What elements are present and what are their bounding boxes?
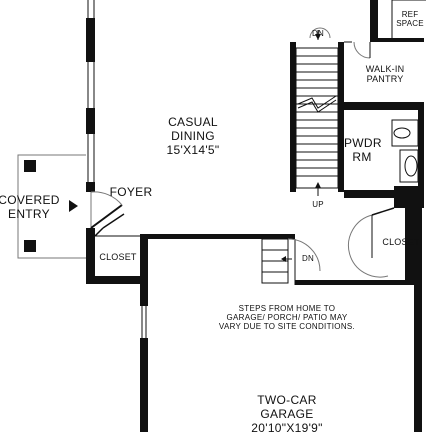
left-exterior-wall bbox=[86, 0, 95, 192]
room-name: WALK-IN bbox=[365, 64, 405, 74]
porch-column bbox=[24, 160, 36, 172]
room-name: REF bbox=[401, 10, 419, 19]
covered-entry-porch bbox=[17, 154, 86, 259]
toilet-icon bbox=[393, 127, 411, 139]
entry-arrow-icon bbox=[69, 200, 78, 212]
room-name: PANTRY bbox=[366, 74, 404, 85]
room-name: PWDR bbox=[344, 136, 382, 150]
garage-walls bbox=[140, 284, 422, 432]
room-name: CLOSET bbox=[99, 252, 137, 262]
stair-direction: UP bbox=[312, 200, 324, 209]
site-conditions-note: STEPS FROM HOME TO GARAGE/ PORCH/ PATIO … bbox=[192, 304, 382, 332]
room-name: RM bbox=[352, 149, 372, 164]
room-size: 15'X14'5" bbox=[166, 142, 220, 157]
room-name: FOYER bbox=[109, 185, 153, 199]
note-line: VARY DUE TO SITE CONDITIONS. bbox=[218, 322, 356, 332]
porch-column bbox=[24, 240, 36, 252]
room-name: ENTRY bbox=[8, 206, 50, 221]
entry-closet-walls bbox=[86, 213, 148, 284]
room-label-casual-dining: CASUAL DINING 15'X14'5" bbox=[150, 115, 236, 157]
garage-separation-wall bbox=[140, 234, 405, 285]
note-line: GARAGE/ PORCH/ PATIO MAY bbox=[226, 313, 348, 323]
stair-up-arrow-icon bbox=[315, 182, 321, 188]
room-label-covered-entry: COVERED ENTRY bbox=[0, 193, 66, 222]
room-label-entry-closet: CLOSET bbox=[95, 252, 141, 262]
stair-label-main-down: DN bbox=[308, 29, 328, 38]
room-label-garage: TWO-CAR GARAGE 20'10"X19'9" bbox=[232, 393, 342, 435]
service-rooms-walls bbox=[344, 0, 426, 208]
room-label-ref-space: REF SPACE bbox=[392, 10, 428, 28]
room-size: 20'10"X19'9" bbox=[251, 420, 323, 435]
room-name: DINING bbox=[171, 128, 215, 143]
room-name: SPACE bbox=[396, 19, 424, 29]
stair-direction: DN bbox=[302, 254, 314, 263]
stair-label-main-up: UP bbox=[308, 200, 328, 209]
note-line: STEPS FROM HOME TO bbox=[238, 304, 336, 313]
stair-label-garage-down: DN bbox=[296, 254, 320, 263]
stair-down-arrow-icon bbox=[315, 34, 321, 40]
room-name: GARAGE bbox=[260, 406, 314, 421]
right-closet bbox=[347, 207, 422, 285]
room-label-foyer: FOYER bbox=[103, 185, 159, 200]
garage-steps bbox=[261, 238, 321, 284]
sink-icon bbox=[404, 155, 418, 177]
room-name: COVERED bbox=[0, 193, 60, 207]
room-label-walk-in-pantry: WALK-IN PANTRY bbox=[350, 64, 420, 85]
room-name: CLOSET bbox=[382, 237, 420, 247]
front-door bbox=[90, 191, 123, 229]
powder-room-fixtures bbox=[391, 119, 419, 183]
main-staircase bbox=[290, 27, 344, 196]
room-label-powder-room: PWDR RM bbox=[344, 136, 382, 165]
stair-direction: DN bbox=[312, 29, 324, 38]
room-name: CASUAL bbox=[168, 115, 218, 129]
room-label-right-closet: CLOSET bbox=[378, 237, 424, 247]
room-name: TWO-CAR bbox=[257, 393, 317, 407]
